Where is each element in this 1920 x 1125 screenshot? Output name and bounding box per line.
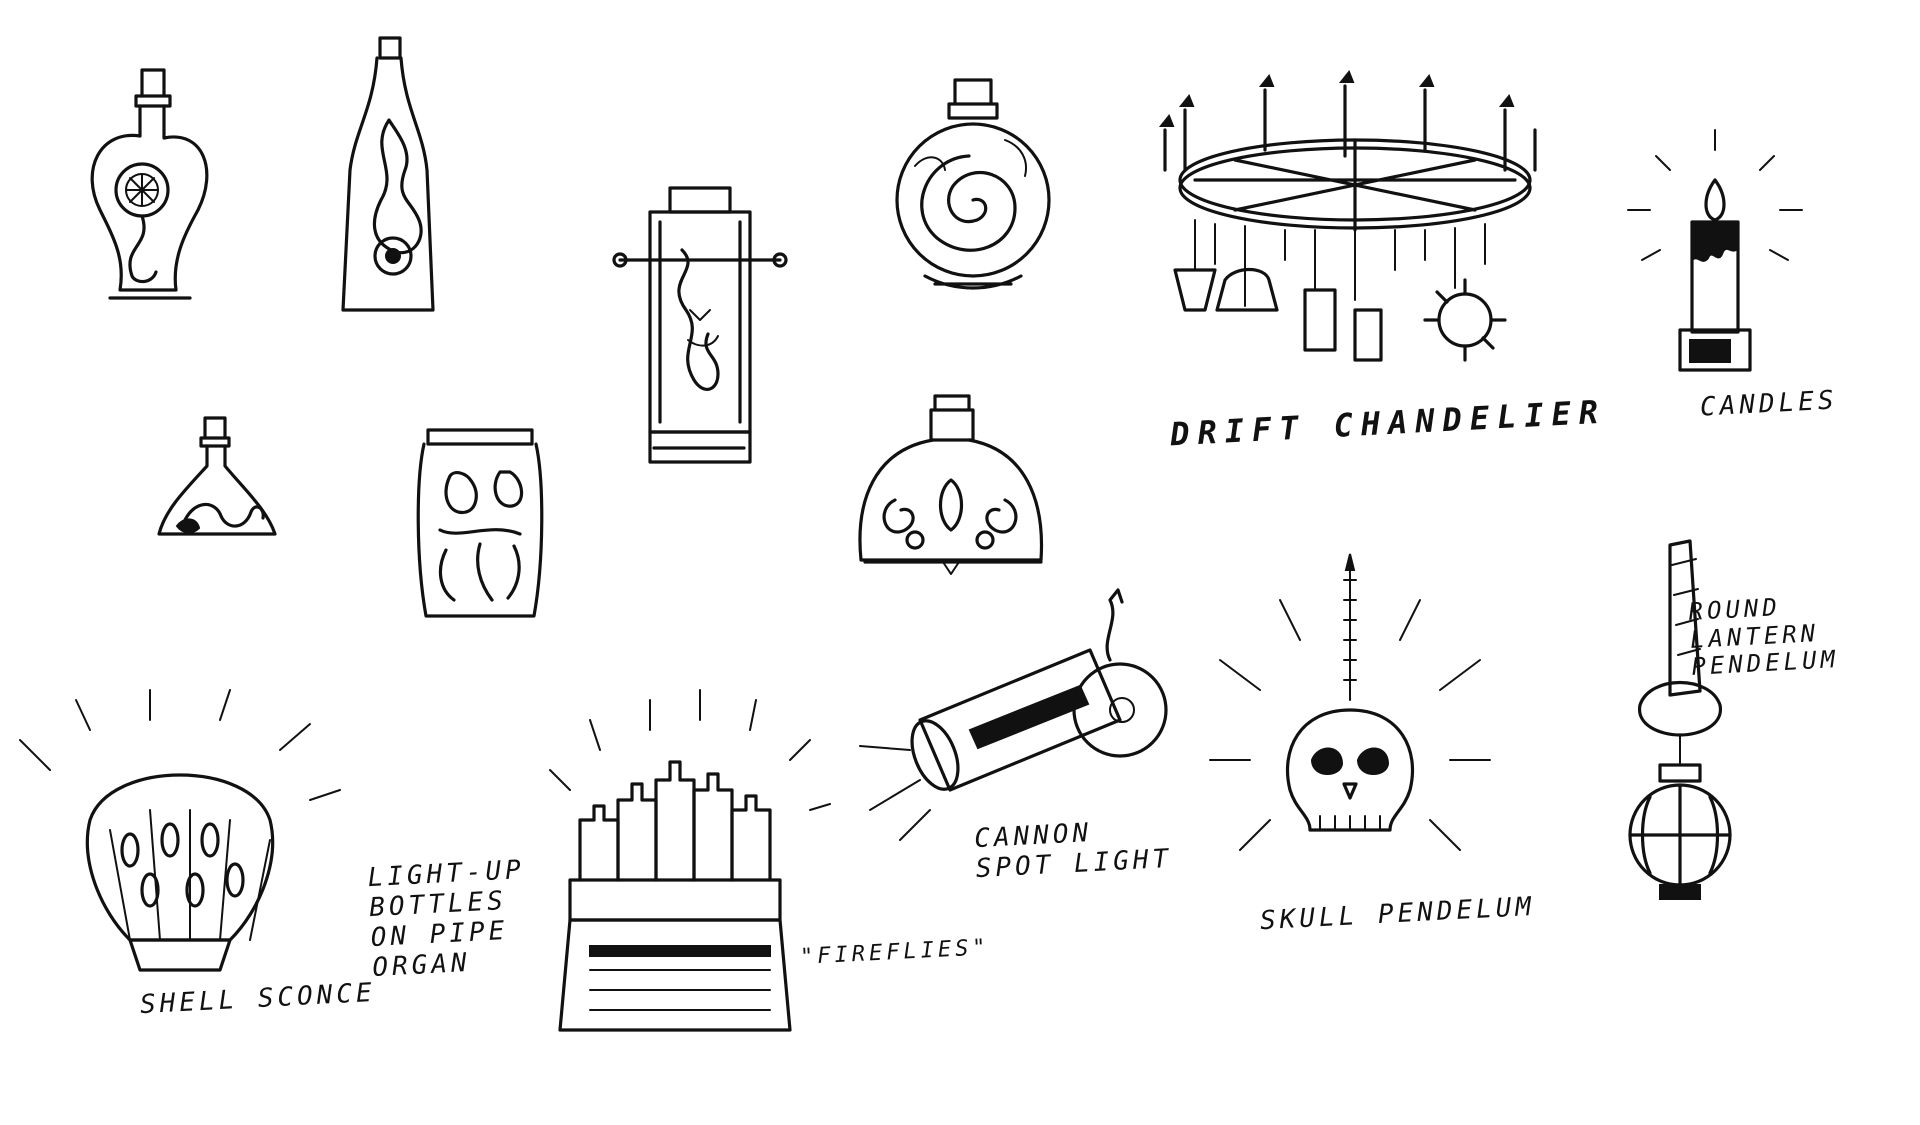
skull-pendelum-drawing: [1209, 553, 1491, 851]
skull-pendelum-label: SKULL PENDELUM: [1259, 891, 1536, 937]
candles-label: CANDLES: [1699, 385, 1839, 423]
cannon-spot-light-label: CANNON SPOT LIGHT: [973, 818, 1173, 884]
heart-potion-bottle-drawing: [90, 68, 209, 300]
drift-chandelier-drawing: [1158, 70, 1537, 362]
round-face-bottle-drawing: [858, 394, 1044, 575]
creature-jar-drawing: [416, 428, 544, 618]
cannon-spot-light-drawing: [859, 588, 1168, 841]
round-lantern-pendelum-label: ROUND LANTERN PENDELUM: [1687, 593, 1840, 681]
shell-sconce-drawing: [19, 689, 341, 972]
round-swirl-bottle-drawing: [895, 78, 1051, 290]
tall-eye-bottle-drawing: [341, 36, 435, 312]
crossbar-jar-drawing: [612, 186, 788, 464]
light-up-bottles-label: LIGHT-UP BOTTLES ON PIPE ORGAN: [366, 854, 526, 983]
triangle-flask-drawing: [157, 416, 277, 536]
drift-chandelier-label: DRIFT CHANDELIER: [1169, 392, 1607, 454]
bottle-pipe-organ-drawing: [549, 689, 831, 1032]
round-lantern-pendelum-drawing: [1628, 539, 1732, 900]
fireflies-label: "FIREFLIES": [799, 935, 991, 970]
candle-drawing: [1627, 129, 1803, 372]
